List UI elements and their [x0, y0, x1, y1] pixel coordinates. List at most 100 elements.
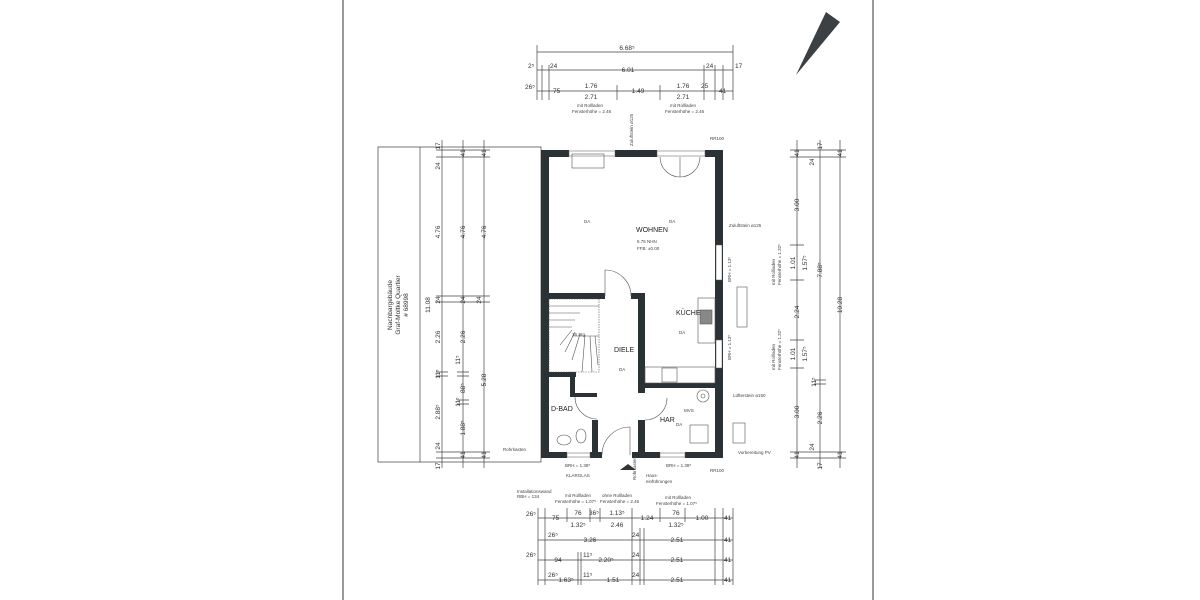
- label-dims-right-col1-3: 1.57⁵: [802, 255, 809, 271]
- label-dims-top-row2-2: 6.01: [622, 67, 635, 74]
- label-dims-bottom-row3-6: 41: [724, 557, 732, 564]
- label-dims-left-col3-1: 4.76: [481, 225, 488, 238]
- label-dims-left-col1-0: 17: [435, 142, 442, 150]
- dimensions-right: 41 3.00 1.01 1.57⁵ 2.24 1.01 1.57⁵ 3.00 …: [790, 140, 846, 470]
- label-dims-left-col1-8: 17: [435, 462, 442, 470]
- label-annotations-mit-rollladen: mit Rollladen: [577, 103, 604, 108]
- label-annotations-installationswand-2: RBH = 134: [517, 494, 540, 499]
- label-annotations-mit-rollladen: mit Rollladen: [665, 495, 692, 500]
- label-dims-bottom-row2-1: 3.26: [584, 537, 597, 544]
- label-dims-top-row1-0: 6.68⁵: [619, 45, 635, 52]
- label-annotations-lufterstein: Lüfterstein ø150: [733, 393, 766, 398]
- label-dims-left-col3-0: 41: [481, 149, 488, 157]
- label-dims-bottom-row3-4: 24: [632, 552, 640, 559]
- label-dims-left-col1-3: 24: [435, 296, 442, 304]
- label-dims-bottom-row4-0: 26⁵: [548, 572, 558, 579]
- label-annotations-rohrkasten-bottom: Rohrkasten: [632, 456, 637, 480]
- label-dims-bottom-row1-0: 26⁵: [526, 511, 536, 518]
- label-dims-top-row3-6: 2.71: [677, 94, 690, 101]
- label-dims-left-col2-3: 2.26: [460, 330, 467, 343]
- label-dims-top-row3-2: 1.76: [585, 83, 598, 90]
- label-annotations-brh-138: BRH = 1.38⁵: [565, 463, 590, 468]
- label-dims-left-col2-8: 41: [460, 451, 467, 459]
- label-dims-bottom-row1-8: 76: [672, 510, 680, 517]
- label-dims-top-row3-4: 1.49: [632, 88, 645, 95]
- label-dims-bottom-row4-3: 1.51: [607, 577, 620, 584]
- label-annotations-fh-132: Fensterhöhe = 1.32⁵: [777, 244, 782, 285]
- label-dims-bottom-row2-0: 26⁵: [548, 532, 558, 539]
- label-dims-top-row2-4: 17: [735, 63, 743, 70]
- north-arrow-icon: [796, 12, 840, 75]
- label-dims-left-col3-2: 24: [476, 296, 483, 304]
- label-dims-left-col2-5: 88⁵: [460, 383, 467, 393]
- label-annotations-da: DA: [676, 422, 682, 427]
- annotations: DA DA DA DA DA 5.75 NHN FFB: ±0.00 Zuluf…: [503, 103, 782, 506]
- label-dims-top-row2-3: 24: [706, 63, 714, 70]
- label-dims-bottom-row1-5: 1.13⁵: [609, 510, 625, 517]
- dimensions-bottom: 26⁵ 75 76 1.32⁵ 36⁵ 1.13⁵ 2.46 1.24 76 1…: [526, 508, 734, 585]
- label-dims-bottom-row1-3: 1.32⁵: [570, 522, 586, 529]
- label-annotations-mvs: MVS: [684, 408, 694, 413]
- label-dims-bottom-row4-4: 24: [632, 572, 640, 579]
- label-annotations-fh-246: Fensterhöhe = 2.46: [665, 109, 705, 114]
- label-dims-right-col2-5: 24: [809, 443, 816, 451]
- label-dims-right-col3-0: 41: [837, 149, 844, 157]
- label-annotations-fh-246: Fensterhöhe = 2.46: [600, 499, 640, 504]
- label-annotations-brh-138: BRH = 1.38⁵: [666, 463, 691, 468]
- label-dims-bottom-row2-4: 41: [724, 537, 732, 544]
- label-annotations-vorbereitung-pv: Vorbereitung PV: [738, 450, 771, 455]
- label-dims-left-col1-4: 2.26: [435, 330, 442, 343]
- label-dims-left-col2-2: 24: [460, 296, 467, 304]
- walls: [541, 150, 723, 458]
- label-dims-right-col1-2: 1.01: [790, 256, 797, 269]
- label-annotations-nhn: 5.75 NHN: [637, 239, 657, 244]
- label-annotations-rr100: RR100: [710, 136, 725, 141]
- label-annotations-mit-rollladen: mit Rollladen: [771, 258, 776, 285]
- label-annotations-brh-113: BRH = 1.13⁵: [727, 335, 732, 360]
- kitchen-fixtures: [556, 153, 748, 446]
- label-dims-bottom-row3-3: 2.20⁵: [598, 557, 614, 564]
- label-dims-bottom-row4-5: 2.51: [671, 577, 684, 584]
- label-annotations-da: DA: [584, 219, 590, 224]
- label-dims-right-col2-3: 11⁵: [811, 377, 818, 387]
- neighbor-label: Nachbargebäude Graf-Moltke Quartier # 68…: [387, 275, 410, 335]
- neighbor-label-line1: Nachbargebäude: [387, 280, 394, 330]
- label-dims-bottom-row4-1: 1.63⁵: [558, 577, 574, 584]
- label-dims-left-col1-1: 24: [435, 162, 442, 170]
- label-dims-top-row3-1: 75: [553, 88, 561, 95]
- label-annotations-da: DA: [619, 367, 625, 372]
- room-dbad: D-BAD: [551, 406, 573, 413]
- label-dims-left-total: 11.08: [425, 297, 432, 313]
- label-dims-bottom-row1-11: 41: [724, 515, 732, 522]
- label-dims-right-col1-6: 1.57⁵: [802, 346, 809, 362]
- label-dims-bottom-row1-1: 75: [552, 515, 560, 522]
- windows: [566, 150, 723, 458]
- label-dims-right-col2-4: 2.26: [817, 411, 824, 424]
- label-annotations-fh-132: Fensterhöhe = 1.32⁵: [777, 329, 782, 370]
- label-dims-right-col1-8: 41: [794, 451, 801, 459]
- label-annotations-zuluft-right: Zuluftstein ø125: [729, 223, 762, 228]
- label-dims-right-col1-7: 3.00: [794, 405, 801, 418]
- label-annotations-mit-rollladen: mit Rollladen: [771, 343, 776, 370]
- label-dims-bottom-row3-1: 94: [554, 557, 562, 564]
- room-kueche: KÜCHE: [676, 309, 701, 317]
- label-annotations-rohrkasten: Rohrkasten: [503, 447, 527, 452]
- label-dims-top-row3-0: 26⁵: [525, 84, 535, 91]
- label-dims-right-col3-1: 10.28: [837, 296, 844, 313]
- label-dims-left-col3-4: 41: [481, 451, 488, 459]
- label-annotations-hauseinf-1: Haus-: [646, 473, 659, 478]
- room-wohnen: WOHNEN: [636, 227, 668, 234]
- label-dims-left-col2-0: 41: [460, 149, 467, 157]
- label-annotations-rr100: RR100: [710, 468, 725, 473]
- room-diele: DIELE: [614, 347, 635, 354]
- label-dims-top-row3-7: 25: [701, 83, 709, 90]
- label-dims-right-col1-0: 41: [794, 149, 801, 157]
- label-dims-top-row2-0: 2⁵: [528, 63, 535, 70]
- label-dims-bottom-row1-9: 1.32⁵: [668, 522, 684, 529]
- label-dims-right-col2-6: 17: [817, 462, 824, 470]
- label-dims-top-row3-3: 2.71: [585, 94, 598, 101]
- label-dims-left-col2-6: 11⁵: [455, 397, 462, 407]
- label-dims-right-col2-1: 24: [809, 158, 816, 166]
- staircase: [548, 298, 600, 373]
